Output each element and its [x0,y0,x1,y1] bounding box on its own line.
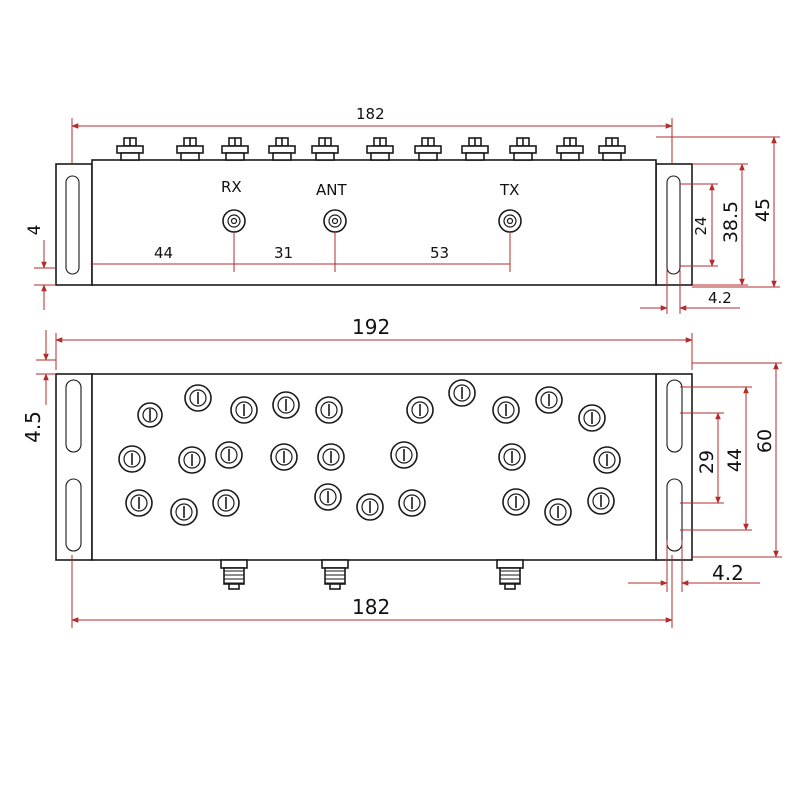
tuning-screw [448,379,476,407]
tx-label: TX [499,181,519,199]
top-screw [311,137,339,161]
dim-bottom-slot-length: 29 [696,450,718,474]
rx-label: RX [221,178,242,196]
tuning-screw [270,443,298,471]
dim-top-length: 182 [356,105,385,123]
tuning-screw [535,386,563,414]
dim-bottom-slot-span: 44 [724,448,746,472]
bottom-body [91,373,657,561]
dim-top-height: 45 [752,198,774,222]
tuning-screw [170,498,198,526]
tuning-screw [544,498,572,526]
bottom-tuning-screws [118,379,621,526]
bottom-connectors [220,559,524,590]
dim-bottom-body-length: 182 [352,595,390,619]
rx-port [222,209,246,233]
top-view: RX ANT TX 182 44 31 53 4 24 38.5 4 [25,105,780,314]
tuning-screw [587,487,615,515]
tuning-screw [390,441,418,469]
sma-connector [321,559,349,590]
top-screw [461,137,489,161]
ant-port [323,209,347,233]
dim-bottom-height: 60 [754,429,776,453]
top-tuning-screws [116,137,626,161]
top-body [91,159,657,286]
dim-bottom-total-width: 192 [352,315,390,339]
top-left-slot [65,175,80,275]
top-screw [556,137,584,161]
bottom-left-slot-upper [65,379,82,453]
bottom-left-slot-lower [65,478,82,552]
top-screw [268,137,296,161]
tuning-screw [125,489,153,517]
tuning-screw [317,443,345,471]
top-right-slot [666,175,681,275]
bottom-right-slot-lower [666,478,683,552]
top-screw [366,137,394,161]
dim-rx-from-edge: 44 [154,244,173,262]
tuning-screw [398,489,426,517]
tuning-screw [314,483,342,511]
dim-bottom-mount-offset: 4.5 [21,411,45,443]
tuning-screw [406,396,434,424]
sma-connector [496,559,524,590]
tuning-screw [178,446,206,474]
tuning-screw [118,445,146,473]
top-screw [598,137,626,161]
tuning-screw [498,443,526,471]
bottom-right-slot-upper [666,379,683,453]
top-left-flange [55,163,93,286]
sma-connector [220,559,248,590]
tuning-screw [502,488,530,516]
tuning-screw [230,396,258,424]
tuning-screw [212,489,240,517]
top-screw [221,137,249,161]
bottom-right-flange [655,373,693,561]
dim-top-slot-span: 38.5 [720,201,742,243]
tuning-screw [492,396,520,424]
tx-port [498,209,522,233]
dim-top-slot-width: 4.2 [708,289,732,307]
bottom-view: 192 4.5 182 29 44 60 4.2 [21,315,782,628]
top-screw [509,137,537,161]
dim-top-mount-offset: 4 [25,225,45,236]
ant-label: ANT [316,181,347,199]
dim-rx-to-ant: 31 [274,244,293,262]
bottom-left-flange [55,373,93,561]
dim-top-slot-length: 24 [692,216,710,235]
tuning-screw [578,404,606,432]
tuning-screw [184,384,212,412]
dim-bottom-slot-width: 4.2 [712,561,744,585]
tuning-screw [315,396,343,424]
tuning-screw [215,441,243,469]
top-screw [414,137,442,161]
top-right-flange [655,163,693,286]
tuning-screw [593,446,621,474]
tuning-screw [356,493,384,521]
tuning-screw [272,391,300,419]
dim-ant-to-tx: 53 [430,244,449,262]
top-screw [176,137,204,161]
top-screw [116,137,144,161]
